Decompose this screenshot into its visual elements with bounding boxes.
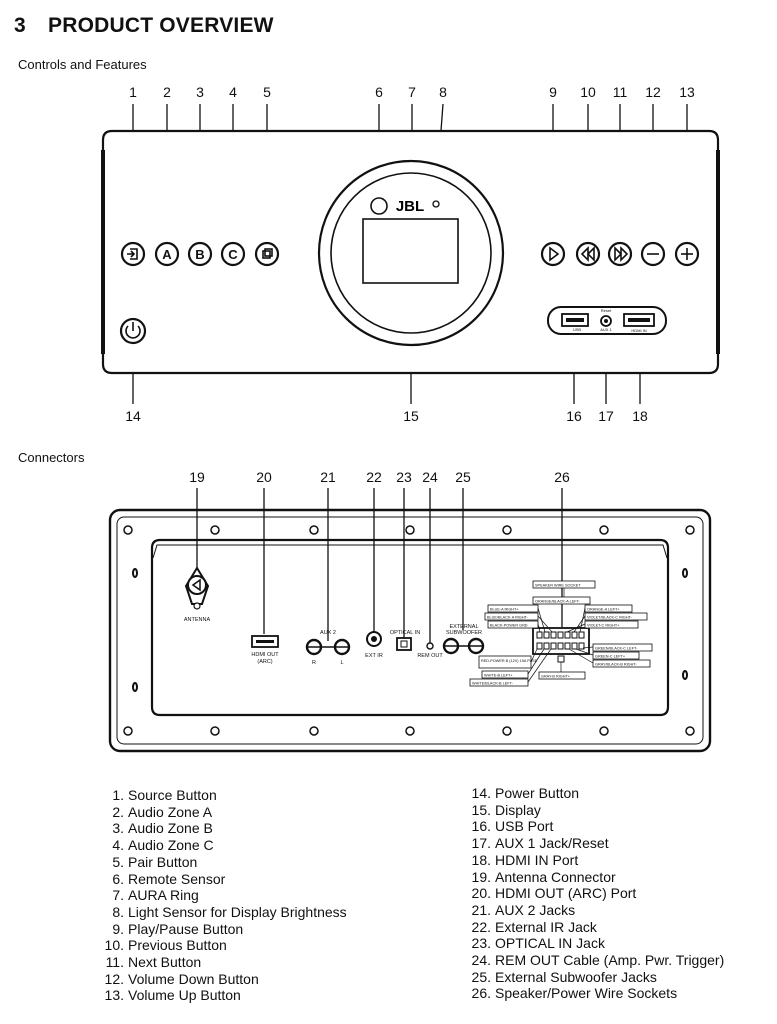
legend-item: 8.Light Sensor for Display Brightness xyxy=(112,903,347,920)
legend-item: 15.Display xyxy=(471,801,541,818)
wire-tag-orange: ORANGE-A LEFT+ xyxy=(587,608,620,612)
callout-20: 20 xyxy=(256,469,272,485)
legend-item: 3.Audio Zone B xyxy=(112,820,213,837)
legend-item: 23.OPTICAL IN Jack xyxy=(471,935,605,952)
aux2-l-label: L xyxy=(340,660,343,666)
callout-8: 8 xyxy=(439,84,447,100)
callout-4: 4 xyxy=(229,84,237,100)
wire-tag-green-black: GREEN/BLACK-C LEFT- xyxy=(595,647,638,651)
section-title: PRODUCT OVERVIEW xyxy=(48,14,274,37)
optical-in-label: OPTICAL IN xyxy=(390,630,420,636)
controls-subheading: Controls and Features xyxy=(18,57,147,72)
front-panel-diagram: JBL A B xyxy=(101,103,720,404)
usb-label: USB xyxy=(573,327,582,332)
callout-9: 9 xyxy=(549,84,557,100)
callout-1: 1 xyxy=(129,84,137,100)
reset-label: Reset xyxy=(601,308,612,313)
callout-19: 19 xyxy=(189,469,205,485)
antenna-label: ANTENNA xyxy=(184,617,211,623)
legend-item: 16.USB Port xyxy=(471,818,554,835)
legend-item: 13.Volume Up Button xyxy=(104,987,241,1004)
legend-item: 21.AUX 2 Jacks xyxy=(471,901,576,918)
legend-item: 12.Volume Down Button xyxy=(104,970,259,987)
legend-left: 1.Source Button 2.Audio Zone A 3.Audio Z… xyxy=(96,787,347,1004)
callout-13: 13 xyxy=(679,84,695,100)
wire-tag-socket: SPEAKER WIRE SOCKET xyxy=(535,584,581,588)
connectors-subheading: Connectors xyxy=(18,450,85,465)
legend-item: 1.Source Button xyxy=(112,787,217,803)
legend-item: 17.AUX 1 Jack/Reset xyxy=(471,835,609,852)
legend-item: 18.HDMI IN Port xyxy=(471,851,579,868)
callout-5: 5 xyxy=(263,84,271,100)
ext-ir-label: EXT IR xyxy=(365,653,383,659)
wire-tag-white: WHITE-B LEFT+ xyxy=(484,674,513,678)
callout-11: 11 xyxy=(612,84,628,100)
callout-3: 3 xyxy=(196,84,204,100)
wire-tag-black: BLACK-POWER GND xyxy=(490,624,528,628)
legend-item: 11.Next Button xyxy=(105,954,202,971)
wire-tag-red: RED-POWER B (12V) 15A FUSE xyxy=(481,659,538,663)
callout-2: 2 xyxy=(163,84,171,100)
wire-tag-violet-black: VIOLET/BLACK-C RIGHT- xyxy=(587,616,633,620)
legend-item: 6.Remote Sensor xyxy=(112,870,226,887)
wire-tag-blue: BLUE-A RIGHT+ xyxy=(490,608,519,612)
legend-item: 24.REM OUT Cable (Amp. Pwr. Trigger) xyxy=(471,952,725,969)
callout-21: 21 xyxy=(320,469,336,485)
aux1-label: AUX 1 xyxy=(600,327,612,332)
svg-text:B: B xyxy=(195,247,204,262)
rem-out-label: REM OUT xyxy=(417,653,443,659)
wire-tag-violet: VIOLET-C RIGHT+ xyxy=(587,624,620,628)
rear-panel-diagram: SPEAKER WIRE SOCKET ORANGE/BLACK-A LEFT-… xyxy=(108,488,712,753)
legend-item: 10.Previous Button xyxy=(104,937,227,954)
svg-text:C: C xyxy=(228,247,238,262)
callout-6: 6 xyxy=(375,84,383,100)
ext-sub-label-2: SUBWOOFER xyxy=(446,630,482,636)
legend-item: 26.Speaker/Power Wire Sockets xyxy=(471,985,678,1002)
legend-item: 25.External Subwoofer Jacks xyxy=(471,968,657,985)
legend-item: 19.Antenna Connector xyxy=(471,868,616,885)
ext-sub-label-1: EXTERNAL xyxy=(449,624,478,630)
aux2-label: AUX 2 xyxy=(320,630,336,636)
callout-25: 25 xyxy=(455,469,471,485)
callout-23: 23 xyxy=(396,469,412,485)
hdmi-in-label: HDMI IN xyxy=(631,328,646,333)
arc-label: (ARC) xyxy=(257,659,272,665)
brand-logo: JBL xyxy=(396,198,424,215)
legend-item: 7.AURA Ring xyxy=(112,887,199,904)
callout-7: 7 xyxy=(408,84,416,100)
callout-24: 24 xyxy=(422,469,438,485)
legend-item: 9.Play/Pause Button xyxy=(112,920,244,937)
aux2-r-label: R xyxy=(312,660,316,666)
callout-12: 12 xyxy=(645,84,661,100)
svg-text:A: A xyxy=(162,247,172,262)
wire-tag-blue-black: BLUE/BLACK-A RIGHT- xyxy=(487,616,529,620)
callout-16: 16 xyxy=(566,408,582,424)
legend-item: 14.Power Button xyxy=(471,785,580,801)
section-number: 3 xyxy=(14,14,26,37)
wire-tag-green: GREEN-C LEFT+ xyxy=(595,655,626,659)
legend-item: 4.Audio Zone C xyxy=(112,837,214,854)
callout-17: 17 xyxy=(598,408,614,424)
legend-item: 20.HDMI OUT (ARC) Port xyxy=(471,885,637,902)
callout-10: 10 xyxy=(580,84,596,100)
wire-tag-gray-black: GRAY/BLACK-B RIGHT- xyxy=(595,663,637,667)
callout-26: 26 xyxy=(554,469,570,485)
legend-item: 2.Audio Zone A xyxy=(112,803,213,820)
wire-tag-orange-black: ORANGE/BLACK-A LEFT- xyxy=(535,600,581,604)
callout-14: 14 xyxy=(125,408,141,424)
section-heading: 3 PRODUCT OVERVIEW xyxy=(14,14,274,38)
callout-18: 18 xyxy=(632,408,648,424)
hdmi-out-label: HDMI OUT xyxy=(251,652,279,658)
legend-item: 5.Pair Button xyxy=(112,853,198,870)
wire-tag-gray: GRAY-B RIGHT+ xyxy=(541,675,571,679)
callout-15: 15 xyxy=(403,408,419,424)
wire-tag-white-black: WHITE/BLACK-B LEFT- xyxy=(472,682,514,686)
legend-right: 14.Power Button 15.Display 16.USB Port 1… xyxy=(467,785,725,1002)
callout-22: 22 xyxy=(366,469,382,485)
legend-item: 22.External IR Jack xyxy=(471,918,597,935)
